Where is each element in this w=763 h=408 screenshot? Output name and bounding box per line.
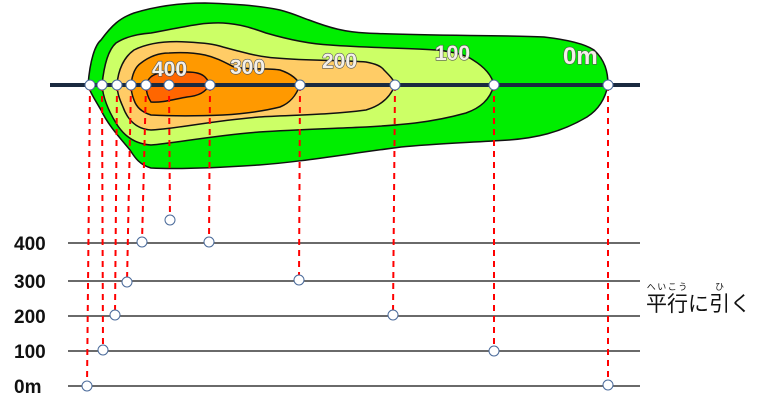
caption-text-heikou: 平行 xyxy=(646,292,688,316)
section-point xyxy=(140,79,152,91)
caption-text-ni: に xyxy=(688,292,709,316)
intersection-points xyxy=(81,79,614,392)
axis-label-200: 200 xyxy=(14,307,46,328)
section-point xyxy=(111,79,123,91)
section-point xyxy=(125,79,137,91)
contour-labels: 400 300 200 100 0m xyxy=(151,41,598,81)
contour-label-400: 400 xyxy=(152,58,187,81)
profile-point xyxy=(81,380,93,392)
projection-line xyxy=(141,84,147,243)
contour-label-0m: 0m xyxy=(563,43,598,70)
axis-label-100: 100 xyxy=(14,342,46,363)
profile-point xyxy=(293,274,305,286)
projection-line xyxy=(101,84,104,351)
profile-point xyxy=(203,236,215,248)
section-point xyxy=(163,79,175,91)
projection-line xyxy=(208,84,211,243)
profile-point xyxy=(387,309,399,321)
section-point xyxy=(84,79,96,91)
axis-labels: 400 300 200 100 0m xyxy=(14,234,46,398)
contour-label-200: 200 xyxy=(322,50,357,73)
profile-point xyxy=(121,276,133,288)
axis-label-0m: 0m xyxy=(14,377,41,398)
section-point xyxy=(96,79,108,91)
section-point xyxy=(602,79,614,91)
profile-point xyxy=(602,379,614,391)
section-point xyxy=(294,79,306,91)
axis-label-300: 300 xyxy=(14,272,46,293)
section-point xyxy=(204,79,216,91)
profile-point xyxy=(109,309,121,321)
projection-line xyxy=(114,84,118,316)
caption-word-heikou: 平行へいこう xyxy=(646,283,688,316)
caption-word-hi: 引ひ xyxy=(709,283,730,316)
contour-label-100: 100 xyxy=(435,42,470,65)
ruby-heikou: へいこう xyxy=(646,283,688,293)
caption-text-hi: 引 xyxy=(709,292,730,316)
profile-point xyxy=(164,214,176,226)
ruby-hi: ひ xyxy=(709,283,730,293)
section-point xyxy=(488,79,500,91)
profile-point xyxy=(136,236,148,248)
caption-draw-parallel: 平行へいこうに引ひく xyxy=(646,283,751,318)
projection-line xyxy=(168,84,171,221)
projection-lines xyxy=(86,84,609,387)
profile-point xyxy=(488,345,500,357)
axis-label-400: 400 xyxy=(14,234,46,255)
projection-line xyxy=(392,84,396,316)
profile-point xyxy=(97,344,109,356)
projection-line xyxy=(86,84,91,387)
profile-grid xyxy=(68,242,640,387)
contour-label-300: 300 xyxy=(230,56,265,79)
caption-text-ku: く xyxy=(730,292,751,316)
section-point xyxy=(389,79,401,91)
